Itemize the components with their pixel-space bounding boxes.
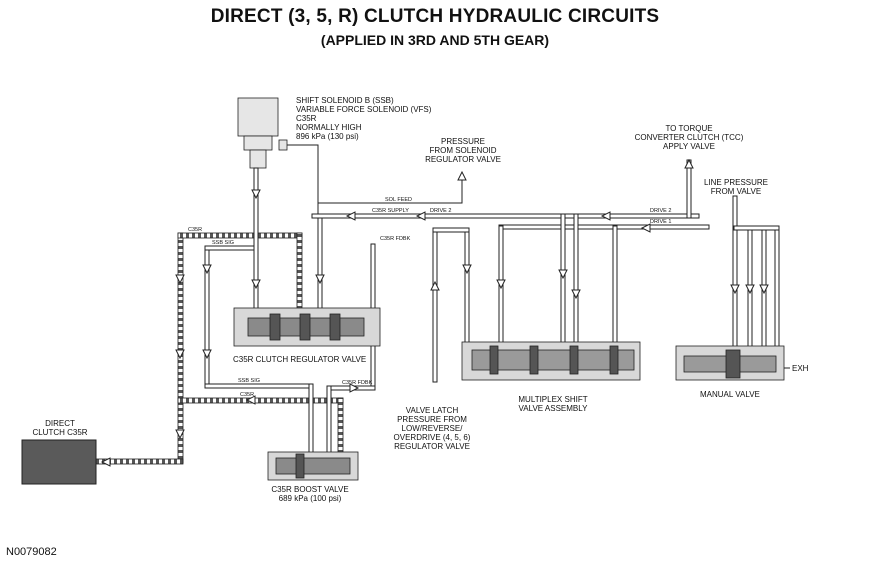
c35r-supply-line (311, 213, 710, 230)
drive2-tag-b: DRIVE 2 (650, 208, 672, 214)
manual-valve-label: MANUAL VALVE (700, 390, 760, 399)
manual-valve (675, 345, 785, 381)
valve-latch-label: VALVE LATCH PRESSURE FROM LOW/REVERSE/ O… (393, 406, 471, 451)
pressure-source-label: PRESSURE FROM SOLENOID REGULATOR VALVE (425, 137, 501, 164)
c35r-tag: C35R (188, 227, 203, 233)
direct-clutch-label: DIRECT CLUTCH C35R (32, 419, 88, 437)
drive2-tag: DRIVE 2 (430, 208, 452, 214)
ssb-sig-tag: SSB SIG (212, 240, 235, 246)
flow-arrows (100, 158, 769, 467)
drive2-tcc-line (686, 159, 692, 219)
diagram-title: DIRECT (3, 5, R) CLUTCH HYDRAULIC CIRCUI… (210, 6, 660, 27)
solenoid-label: SHIFT SOLENOID B (SSB) VARIABLE FORCE SO… (296, 96, 432, 141)
shift-solenoid-b (237, 97, 288, 169)
line-pressure-label: LINE PRESSURE FROM VALVE (703, 178, 769, 196)
c35r-tag-2: C35R (240, 392, 255, 398)
diagram-subtitle: (APPLIED IN 3RD AND 5TH GEAR) (320, 32, 550, 48)
c35r-boost-valve (267, 451, 359, 481)
multiplex-shift-valve (461, 341, 641, 381)
exh-label: EXH (792, 364, 809, 373)
sol-feed-tag: SOL FEED (385, 197, 412, 203)
ssb-sig-tag-2: SSB SIG (238, 378, 261, 384)
tcc-label: TO TORQUE CONVERTER CLUTCH (TCC) APPLY V… (634, 124, 744, 151)
c35r-fdbk-tag: C35R FDBK (380, 236, 411, 242)
c35r-fdbk-tag-2: C35R FDBK (342, 380, 373, 386)
multiplex-valve-label: MULTIPLEX SHIFT VALVE ASSEMBLY (518, 395, 588, 413)
drive1-tag: DRIVE 1 (650, 219, 672, 225)
c35r-circuit (95, 232, 344, 465)
line-pressure-lines (732, 195, 780, 349)
c35r-supply-tag: C35R SUPPLY (372, 208, 409, 214)
boost-valve-label: C35R BOOST VALVE 689 kPa (100 psi) (271, 485, 349, 503)
figure-code: N0079082 (6, 546, 57, 558)
regulator-valve-label: C35R CLUTCH REGULATOR VALVE (233, 355, 367, 364)
c35r-clutch-regulator-valve (233, 307, 381, 347)
direct-clutch-c35r (21, 439, 97, 485)
